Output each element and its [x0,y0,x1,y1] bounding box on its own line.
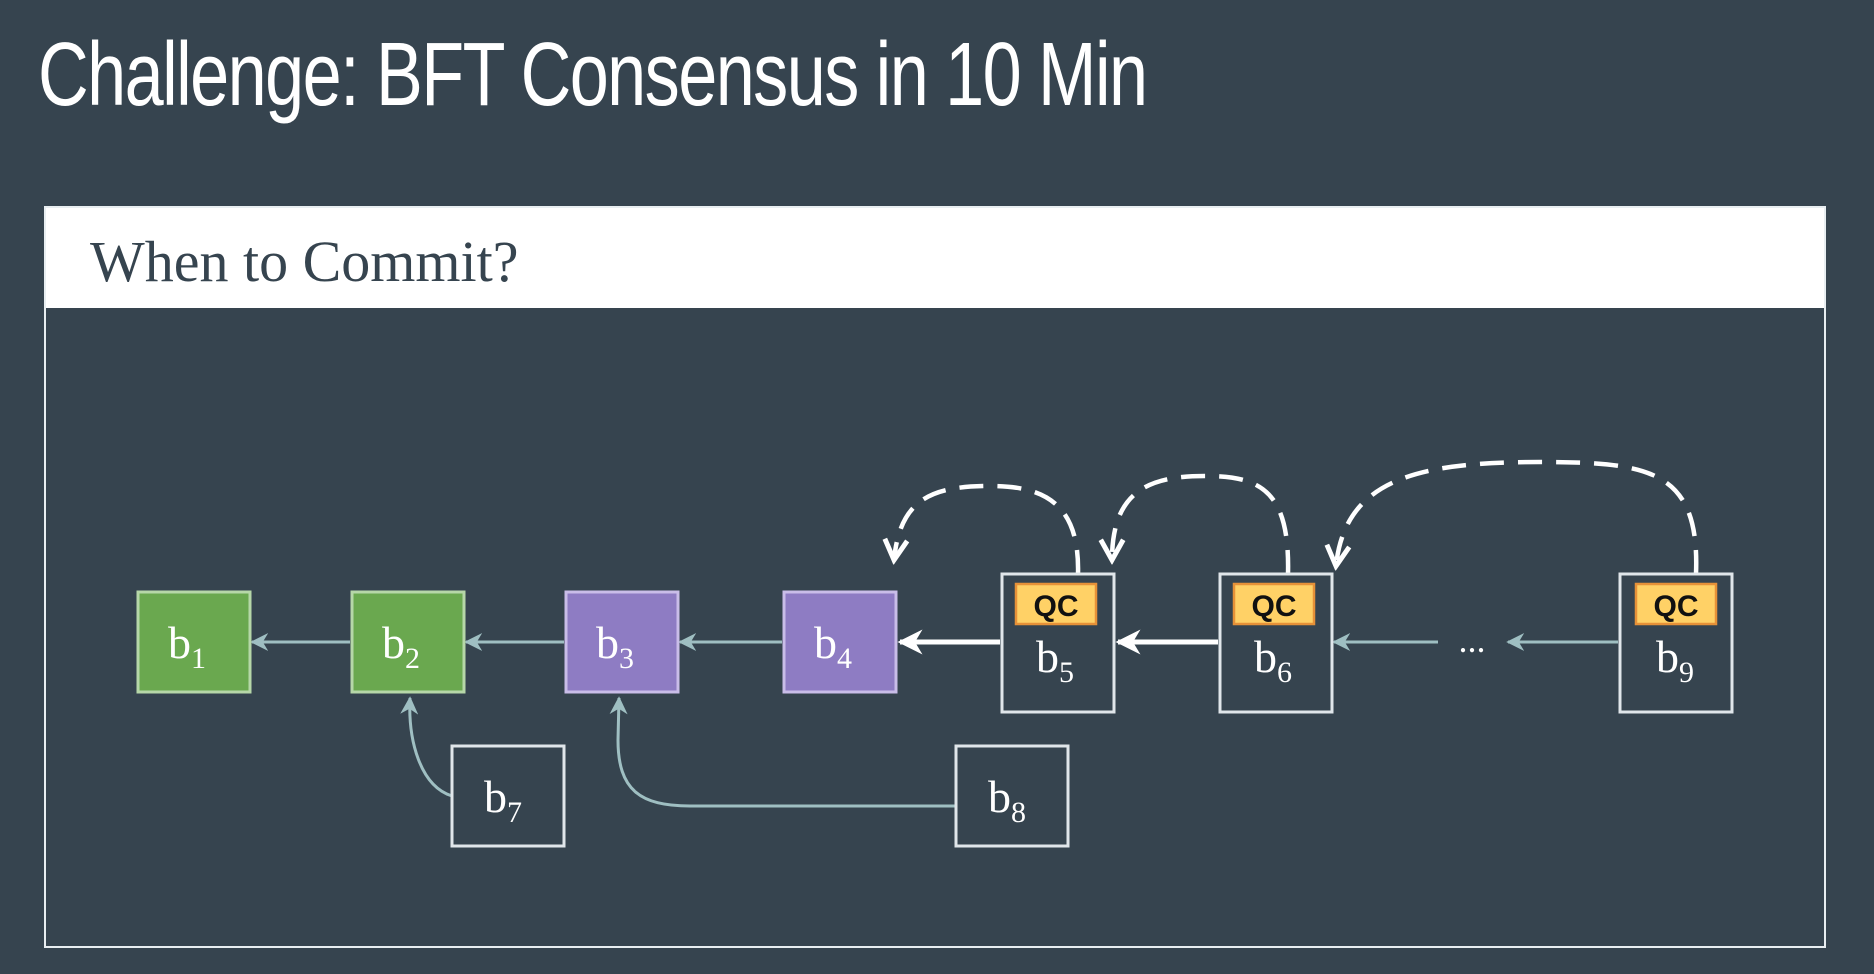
block-b4-label: b4 [814,617,852,675]
qc-link-b6-b5 [1112,473,1291,575]
block-b1: b1 [136,590,252,694]
block-b1-label: b1 [168,617,206,675]
qc-badge-b5 [1014,582,1098,626]
block-b8: b8 [954,744,1070,848]
block-b8-label: b8 [988,771,1026,829]
qc-label-b9: QC [1654,590,1699,623]
qc-links [894,459,1699,575]
block-b2: b2 [350,590,466,694]
block-b7: b7 [450,744,566,848]
link-b7-b2 [400,696,453,798]
panel-title: When to Commit? [90,229,519,294]
qc-link-b5-b4 [894,483,1081,575]
slide-title: Challenge: BFT Consensus in 10 Min [38,25,1148,125]
block-b6-label: b6 [1254,631,1292,689]
content-panel: When to Commit? [44,206,1826,948]
block-b2-label: b2 [382,617,420,675]
qc-badge-b9 [1634,582,1718,626]
block-b4: b4 [782,590,898,694]
block-b3: b3 [564,590,680,694]
parent-links [250,633,1618,808]
block-b5: QC b5 [1000,572,1116,714]
block-b5-label: b5 [1036,631,1074,689]
block-b3-label: b3 [596,617,634,675]
block-b7-label: b7 [484,771,522,829]
chain-ellipsis: ... [1459,620,1486,660]
block-b9: QC b9 [1618,572,1734,714]
qc-label-b6: QC [1252,590,1297,623]
link-b8-b3 [609,696,956,808]
qc-link-b9-b6 [1336,459,1699,575]
qc-badge-b6 [1232,582,1316,626]
block-b9-label: b9 [1656,631,1694,689]
block-b6: QC b6 [1218,572,1334,714]
panel-header: When to Commit? [46,208,1824,308]
qc-label-b5: QC [1034,590,1079,623]
